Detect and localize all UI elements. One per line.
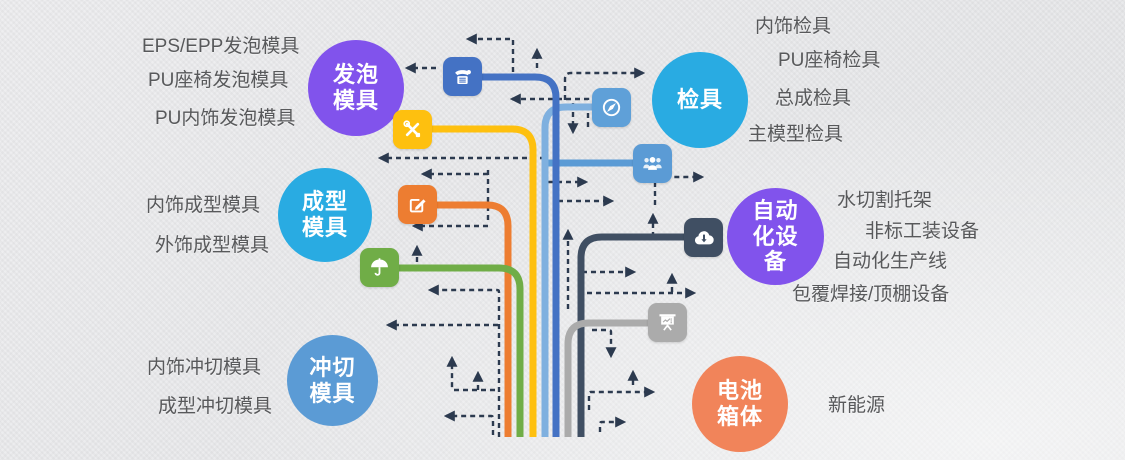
item-label: 主模型检具 (748, 124, 844, 145)
presentation-icon (648, 303, 687, 342)
umbrella-icon (360, 248, 399, 287)
flow-line-tools-icon (428, 125, 537, 437)
tools-icon (393, 110, 432, 149)
category-label: 成型 模具 (301, 189, 348, 240)
category-label: 检具 (676, 87, 723, 113)
dashed-arrow (446, 355, 495, 392)
dashed-arrow (509, 93, 590, 127)
flow-line-phone-icon (478, 73, 560, 437)
compass-icon (592, 88, 631, 127)
item-label: PU座椅发泡模具 (148, 70, 289, 91)
item-label: PU座椅检具 (778, 50, 881, 71)
category-label: 自动 化设 备 (752, 197, 799, 275)
category-label: 电池 箱体 (716, 378, 763, 429)
item-label: 新能源 (828, 395, 886, 416)
dashed-arrow (598, 416, 627, 432)
category-circle-foam-molds: 发泡 模具 (308, 40, 404, 136)
item-label: 内饰冲切模具 (147, 357, 262, 378)
category-label: 发泡 模具 (332, 62, 379, 113)
item-label: 成型冲切模具 (158, 396, 273, 417)
item-label: 包覆焊接/顶棚设备 (792, 284, 950, 305)
item-label: EPS/EPP发泡模具 (142, 36, 300, 57)
cloud-icon (684, 218, 723, 257)
people-icon (633, 144, 672, 183)
category-circle-automation-equipment: 自动 化设 备 (727, 188, 824, 285)
category-circle-forming-molds: 成型 模具 (278, 168, 372, 262)
pencil-icon (398, 185, 437, 224)
item-label: PU内饰发泡模具 (155, 108, 296, 129)
item-label: 内饰成型模具 (146, 195, 261, 216)
flow-line-pencil-icon (433, 201, 512, 437)
item-label: 非标工装设备 (865, 221, 980, 242)
dashed-arrow (443, 410, 495, 435)
flow-line-compass-icon (541, 103, 596, 437)
category-label: 冲切 模具 (309, 354, 356, 406)
dashed-arrow (427, 284, 501, 437)
category-circle-gauges: 检具 (652, 52, 748, 148)
dashed-arrow (587, 386, 656, 410)
dashed-arrow (592, 328, 617, 359)
item-label: 内饰检具 (755, 16, 832, 37)
category-circle-punching-molds: 冲切 模具 (287, 335, 378, 426)
category-circle-battery-box: 电池 箱体 (692, 356, 788, 452)
flow-line-presentation-icon (564, 319, 652, 437)
item-label: 外饰成型模具 (155, 235, 270, 256)
item-label: 水切割托架 (837, 190, 933, 211)
item-label: 总成检具 (775, 88, 852, 109)
phone-icon (443, 57, 482, 96)
item-label: 自动化生产线 (833, 251, 948, 272)
flow-line-umbrella-icon (396, 264, 524, 437)
